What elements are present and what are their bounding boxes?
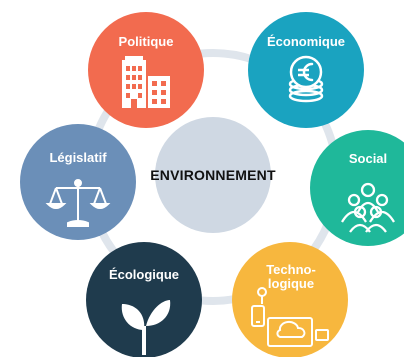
node-label-legislatif: Législatif — [49, 150, 107, 165]
node-label-social: Social — [348, 151, 388, 166]
tech-devices-icon — [251, 287, 329, 347]
node-ecologique-circle — [86, 242, 202, 357]
people-group-icon — [341, 182, 395, 233]
node-label-politique: Politique — [118, 34, 174, 49]
plant-sprout-icon — [121, 300, 171, 355]
scales-icon — [45, 179, 111, 227]
buildings-icon — [122, 56, 170, 108]
center-label: ENVIRONNEMENT — [150, 167, 276, 183]
node-social-circle — [310, 130, 404, 246]
node-label-technologique-line1: Techno- — [266, 262, 316, 277]
node-label-technologique-line2: logique — [267, 276, 315, 291]
center-circle — [155, 117, 271, 233]
node-label-ecologique: Écologique — [108, 267, 180, 282]
euro-coins-icon — [288, 55, 324, 103]
node-label-economique: Économique — [266, 34, 346, 49]
node-label-technologique: Techno- logique — [266, 263, 316, 291]
node-technologique-circle — [232, 242, 348, 357]
